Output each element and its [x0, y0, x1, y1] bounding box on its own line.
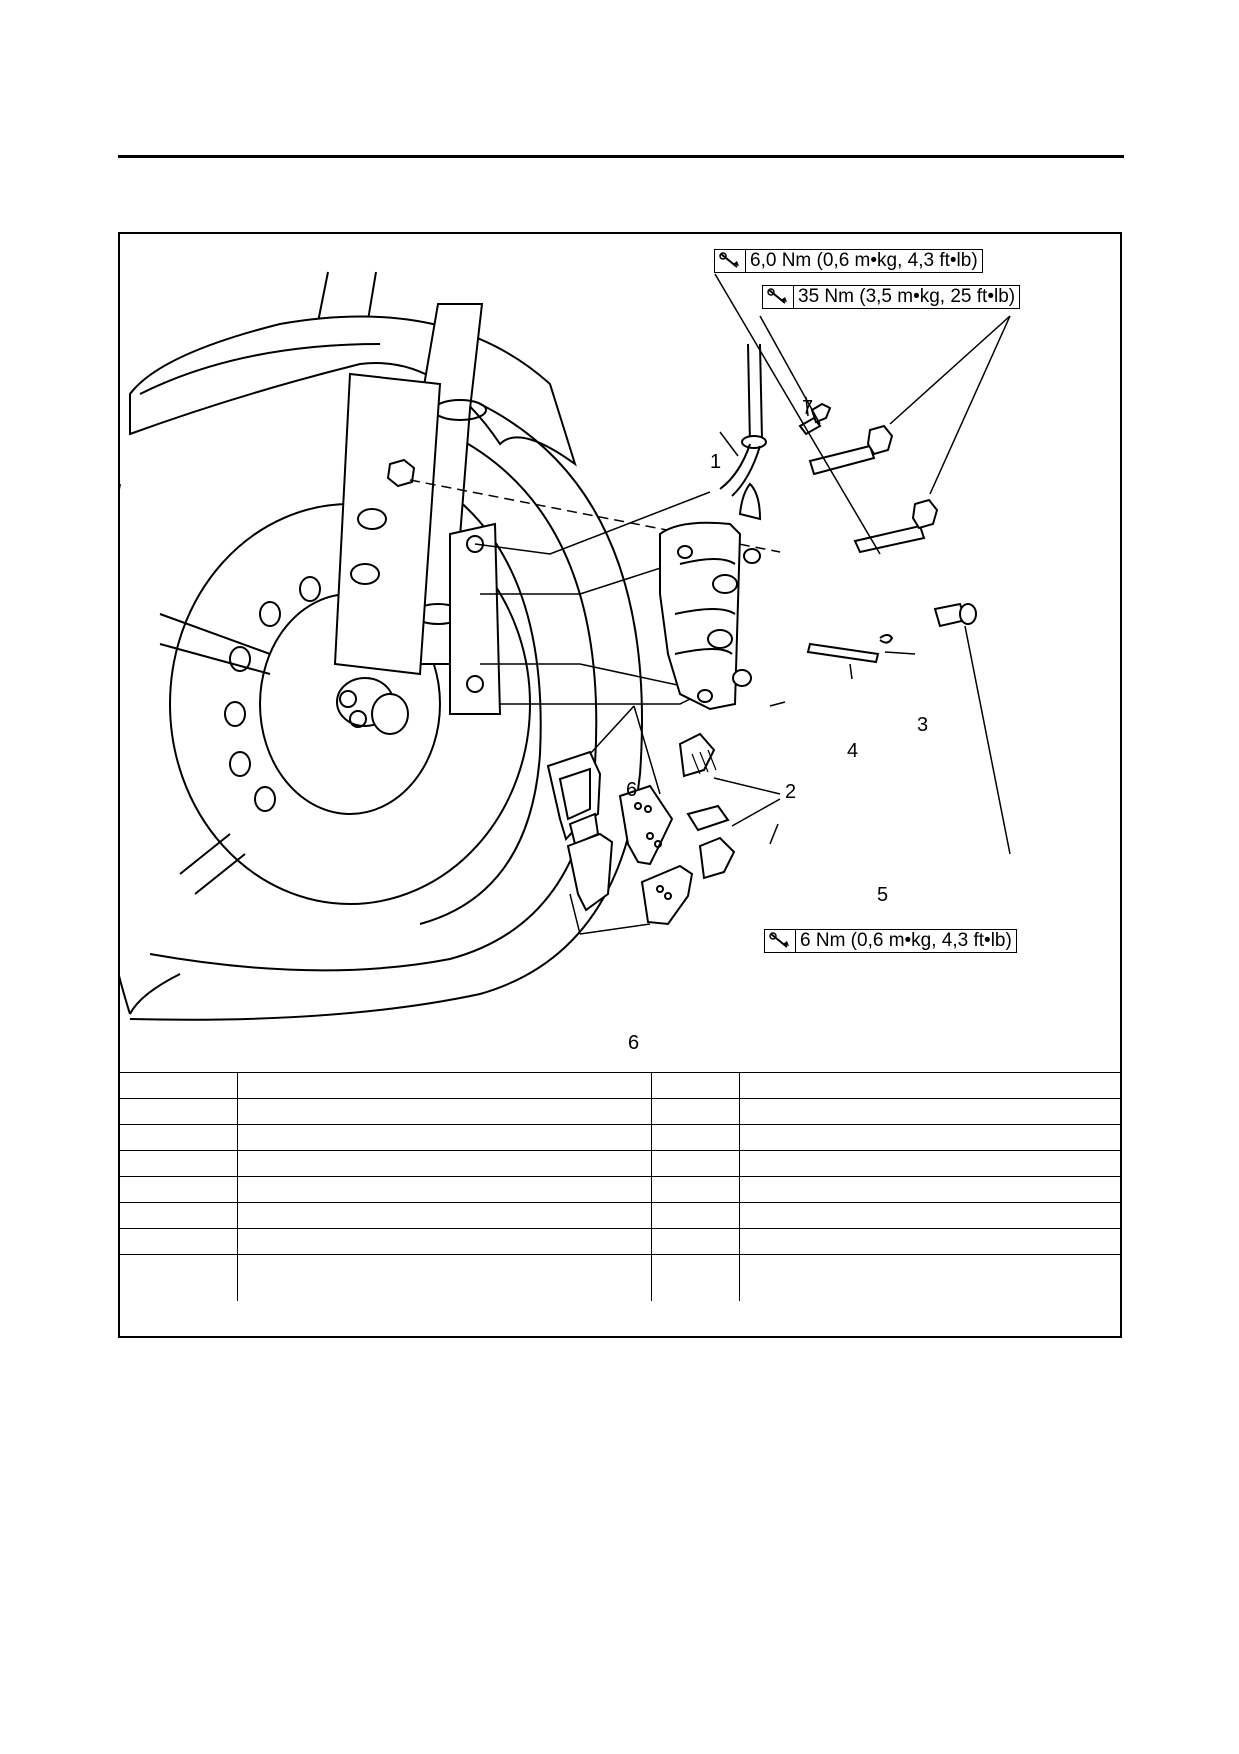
torque-wrench-icon: [715, 250, 746, 272]
callout-1: 1: [710, 451, 722, 473]
table-row: [120, 1254, 1120, 1301]
table-row: [120, 1228, 1120, 1255]
table-row: [120, 1150, 1120, 1177]
callout-6-top: 6: [626, 779, 638, 801]
callout-2: 2: [785, 781, 797, 803]
callout-6-bottom: 6: [628, 1032, 640, 1054]
parts-table: [120, 1072, 1120, 1301]
table-row: [120, 1124, 1120, 1151]
table-header-row: [120, 1072, 1120, 1099]
torque-spec-bleed-screw: 6,0 Nm (0,6 m•kg, 4,3 ft•lb): [714, 249, 983, 273]
torque-value: 6,0 Nm (0,6 m•kg, 4,3 ft•lb): [750, 250, 978, 271]
torque-value: 35 Nm (3,5 m•kg, 25 ft•lb): [798, 286, 1016, 307]
callout-7: 7: [802, 397, 814, 419]
torque-value: 6 Nm (0,6 m•kg, 4,3 ft•lb): [800, 930, 1012, 951]
table-row: [120, 1098, 1120, 1125]
torque-wrench-icon: [763, 286, 794, 308]
callout-3: 3: [917, 714, 929, 736]
top-rule: [118, 155, 1124, 158]
callout-5: 5: [877, 884, 889, 906]
callout-4: 4: [847, 740, 859, 762]
brake-caliper-illustration: [120, 271, 1011, 1021]
exploded-view-figure: 6,0 Nm (0,6 m•kg, 4,3 ft•lb) 35 Nm (3,5 …: [118, 232, 1122, 1338]
torque-spec-pad-clip: 6 Nm (0,6 m•kg, 4,3 ft•lb): [764, 929, 1017, 953]
torque-wrench-icon: [765, 930, 796, 952]
table-row: [120, 1176, 1120, 1203]
torque-spec-caliper-bolt: 35 Nm (3,5 m•kg, 25 ft•lb): [762, 285, 1021, 309]
table-row: [120, 1202, 1120, 1229]
